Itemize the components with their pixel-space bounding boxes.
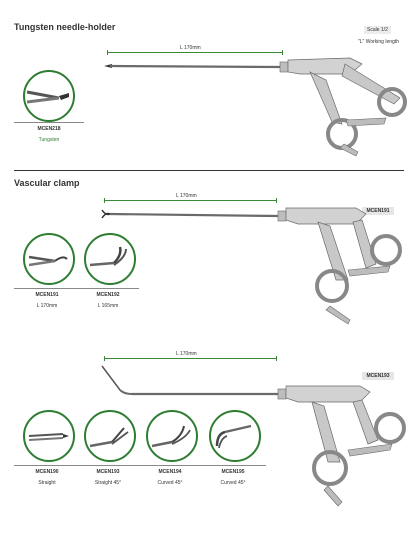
thumbnail-label: L 170mm xyxy=(36,303,58,309)
vascular-clamp-drawing-2 xyxy=(101,365,406,507)
dimension-line xyxy=(104,200,276,201)
clamp-tip-icon xyxy=(28,433,69,441)
working-length-note: "L" Working length xyxy=(358,39,399,45)
scale-label: Scale 1/2 xyxy=(364,26,391,34)
thumbnail-label: Curved 45° xyxy=(220,480,246,486)
needle-holder-tip-icon xyxy=(26,90,69,104)
clamp-tip-icon xyxy=(89,427,129,448)
section-title-vascular: Vascular clamp xyxy=(14,178,80,188)
thumbnail-caption-rule xyxy=(14,288,139,289)
clamp-tip-icon xyxy=(151,425,191,448)
dimension-line xyxy=(104,358,276,359)
section-divider xyxy=(14,170,404,171)
dimension-line xyxy=(107,52,282,53)
dimension-tick-end xyxy=(276,356,277,361)
thumbnail-caption-rule xyxy=(14,122,84,123)
dimension-tick-end xyxy=(282,50,283,55)
dimension-length-label: L 170mm xyxy=(176,193,197,199)
thumbnail-label: L 165mm xyxy=(97,303,119,309)
thumbnail-mcen191 xyxy=(23,233,75,285)
needle-holder-drawing xyxy=(104,57,407,157)
dimension-length-label: L 170mm xyxy=(180,45,201,51)
instrument-code: MCEN191 xyxy=(362,207,394,215)
thumbnail-label: Straight xyxy=(38,480,56,486)
thumbnail-mcen190 xyxy=(23,410,75,462)
thumbnail-code: MCEN190 xyxy=(35,469,59,475)
thumbnail-code: MCEN194 xyxy=(158,469,182,475)
thumbnail-label: Straight 45° xyxy=(94,480,122,486)
dimension-tick-end xyxy=(276,198,277,203)
instrument-code: MCEN193 xyxy=(362,372,394,380)
thumbnail-code: MCEN218 xyxy=(37,126,61,132)
thumbnail-code: MCEN195 xyxy=(221,469,245,475)
dimension-length-label: L 170mm xyxy=(176,351,197,357)
thumbnail-mcen192 xyxy=(84,233,136,285)
thumbnail-label: Curved 45° xyxy=(157,480,183,486)
thumbnail-mcen193 xyxy=(84,410,136,462)
thumbnail-caption-rule xyxy=(14,465,266,466)
thumbnail-mcen194 xyxy=(146,410,198,462)
thumbnail-code: MCEN192 xyxy=(96,292,120,298)
thumbnail-code: MCEN191 xyxy=(35,292,59,298)
vascular-clamp-drawing-1 xyxy=(101,207,402,325)
clamp-tip-icon xyxy=(89,246,127,267)
thumbnail-tungsten xyxy=(23,70,75,122)
clamp-tip-icon xyxy=(215,424,252,449)
thumbnail-label: Tungsten xyxy=(38,137,60,143)
thumbnail-code: MCEN193 xyxy=(96,469,120,475)
clamp-tip-icon xyxy=(28,255,68,267)
section-title-tungsten: Tungsten needle-holder xyxy=(14,22,116,32)
thumbnail-mcen195 xyxy=(209,410,261,462)
